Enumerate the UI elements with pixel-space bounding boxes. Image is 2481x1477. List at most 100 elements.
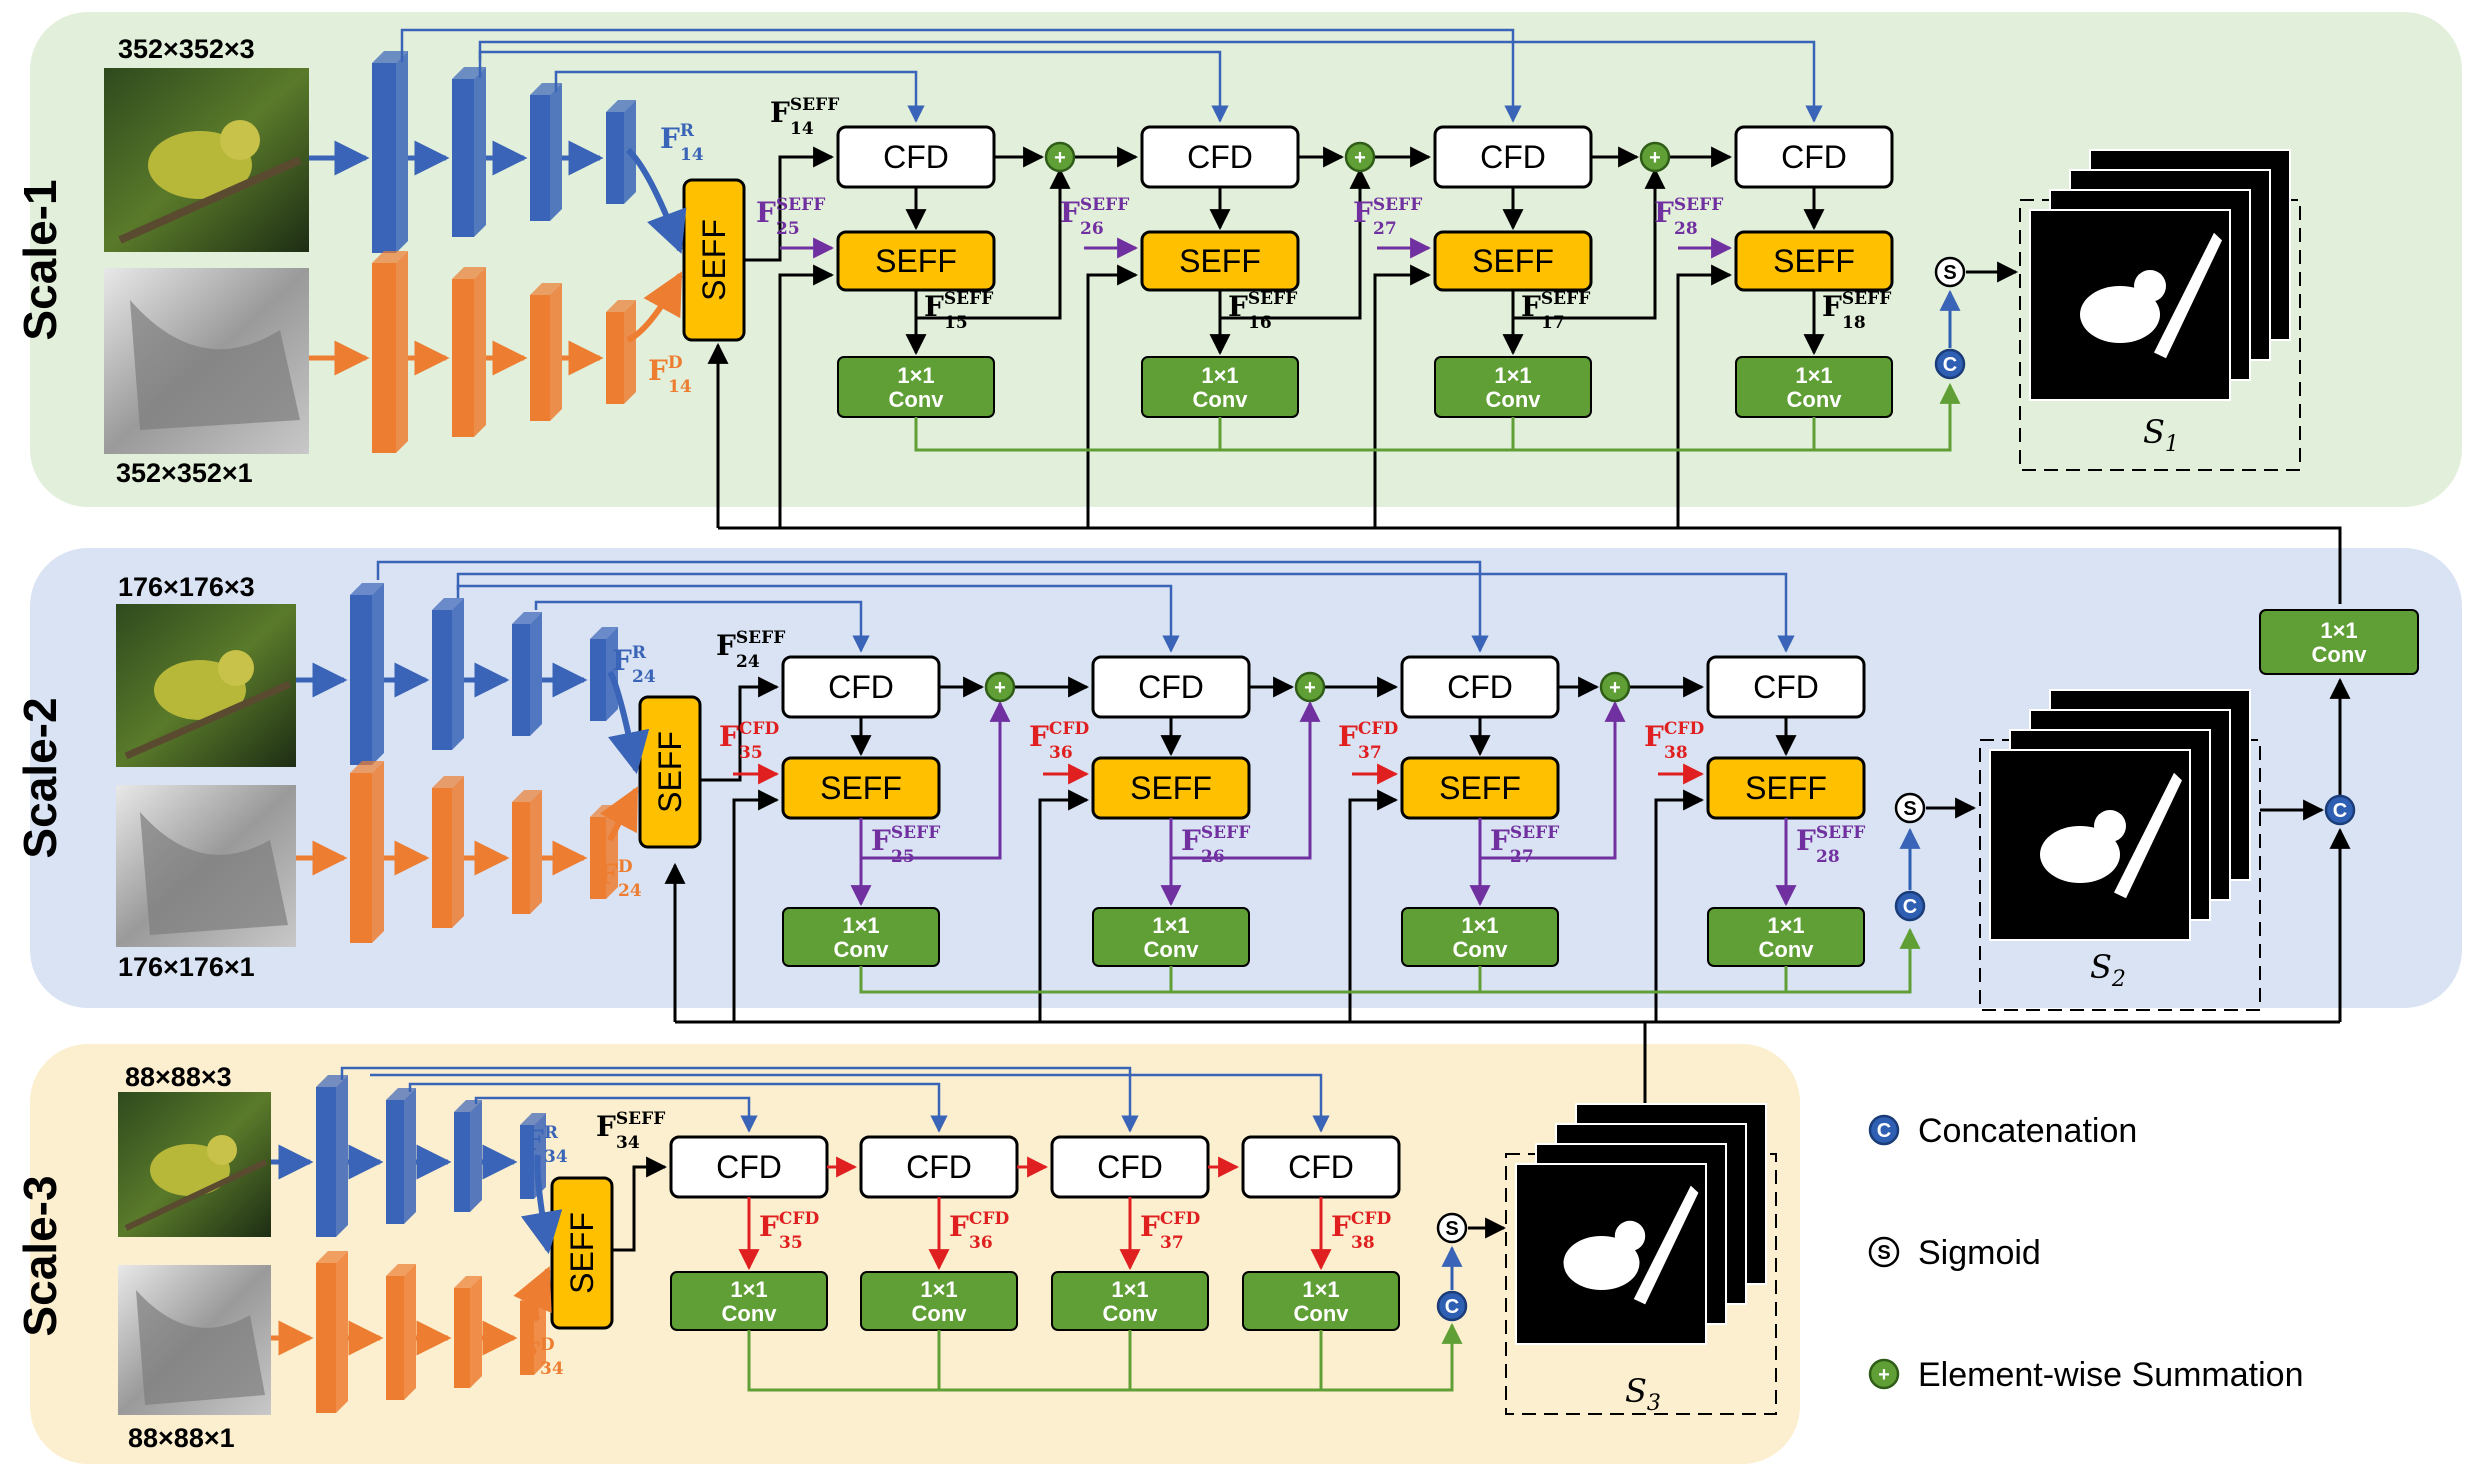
s3-cfd-4-label: CFD bbox=[1288, 1149, 1354, 1185]
s1-rgb-encoder-block-2 bbox=[530, 95, 550, 221]
scale2-depth-dim: 176×176×1 bbox=[118, 952, 255, 982]
s1-output-label: S1 bbox=[2143, 413, 2179, 457]
s3-rgb-encoder-side-2 bbox=[470, 1100, 482, 1212]
scale2-rgb-dim: 176×176×3 bbox=[118, 572, 255, 602]
s2-concat-symbol: C bbox=[1903, 896, 1917, 918]
s2-feed-3 bbox=[1654, 789, 1705, 1022]
s1-seff-to-sum-2 bbox=[1513, 167, 1666, 320]
s3-rgb-encoder-top-0 bbox=[316, 1075, 348, 1087]
s2-right-conv bbox=[2259, 609, 2419, 675]
s3-conv-1-line1: 1×1 bbox=[730, 1277, 767, 1302]
scale1-inputs: 352×352×3 352×352×1 bbox=[104, 34, 309, 488]
scale2-inputs: 176×176×3 176×176×1 bbox=[116, 572, 296, 982]
s3-depth-encoder-block-1 bbox=[386, 1276, 404, 1400]
s1-seff-1-label: SEFF bbox=[875, 243, 957, 279]
s2-conv-4-line2: Conv bbox=[1759, 937, 1815, 962]
s1-seff-to-sum-0 bbox=[916, 167, 1071, 320]
s1-depth-encoder-block-2 bbox=[530, 295, 550, 421]
s1-conv-1-line1: 1×1 bbox=[897, 363, 934, 388]
s1-sigmoid bbox=[1934, 256, 1966, 288]
s3-conv-3-line1: 1×1 bbox=[1111, 1277, 1148, 1302]
s3-rgb-to-seff bbox=[520, 1154, 563, 1255]
s1-output-stack-branch bbox=[2154, 232, 2222, 359]
s2-depth-encoder-top-0 bbox=[350, 761, 384, 773]
s1-sum-2 bbox=[1639, 141, 1671, 173]
s2-cfd-3-label: CFD bbox=[1447, 669, 1513, 705]
s2-output-stack-branch bbox=[2114, 772, 2182, 899]
depth-image bbox=[118, 1265, 271, 1415]
s3-depth-encoder-block-0 bbox=[316, 1263, 336, 1413]
s2-rgb-encoder-block-3 bbox=[590, 639, 606, 721]
s3-depth-encoder-side-2 bbox=[470, 1276, 482, 1388]
s2-rgb-encoder-top-0 bbox=[350, 583, 384, 595]
s1-depth-encoder-top-1 bbox=[452, 267, 486, 279]
s2-depth-encoder-side-0 bbox=[372, 761, 384, 943]
legend-node-concat bbox=[1868, 1114, 1900, 1146]
s1-depth-encoder-side-1 bbox=[474, 267, 486, 437]
s2-depth-encoder-side-2 bbox=[530, 790, 542, 914]
s1-depth-encoder-block-0 bbox=[372, 263, 396, 453]
s2-depth-encoder-top-1 bbox=[432, 776, 464, 788]
s3-rgb-encoder-side-0 bbox=[336, 1075, 348, 1237]
s3-sigmoid-symbol: S bbox=[1445, 1218, 1458, 1240]
s1-cfd-1-label: CFD bbox=[883, 139, 949, 175]
s3-depth-encoder-block-3 bbox=[520, 1301, 534, 1375]
s2-feed-0 bbox=[732, 789, 780, 1022]
s1-rgb-encoder-top-1 bbox=[452, 67, 486, 79]
s1-rgb-encoder-block-0 bbox=[372, 63, 396, 253]
s3-output-stack-branch bbox=[1633, 1185, 1699, 1305]
s1-output-stack-bird-body bbox=[2080, 286, 2160, 343]
depth-image bbox=[104, 268, 309, 454]
s1-rgb-encoder-block-3 bbox=[606, 112, 624, 204]
s2-conv-3-line1: 1×1 bbox=[1461, 913, 1498, 938]
s1-seff-2-label: SEFF bbox=[1179, 243, 1261, 279]
s1-sigmoid-symbol: S bbox=[1943, 262, 1956, 284]
s1-seff-to-cfd1 bbox=[744, 146, 835, 262]
s1-depth-encoder-side-3 bbox=[624, 300, 636, 404]
s2-conv-1-line2: Conv bbox=[834, 937, 890, 962]
s2-sum-0 bbox=[984, 671, 1016, 703]
s2-seff-2-label: SEFF bbox=[1130, 770, 1212, 806]
legend-node-concat-symbol: C bbox=[1877, 1120, 1891, 1142]
legend-label-sigmoid: Sigmoid bbox=[1918, 1234, 2041, 1272]
s3-depth-encoder-block-2 bbox=[454, 1288, 470, 1388]
s3-skip-1 bbox=[408, 1082, 948, 1133]
s2-rgb-encoder-block-0 bbox=[350, 595, 372, 765]
s2-skip-1 bbox=[456, 584, 1180, 653]
s3-skip-0 bbox=[474, 1096, 758, 1133]
s2-sum-1-symbol: + bbox=[1304, 677, 1316, 699]
s2-depth-encoder-top-2 bbox=[512, 790, 542, 802]
s1-conv-bus bbox=[914, 382, 1961, 452]
s2-seff-to-cfd1 bbox=[700, 676, 780, 782]
s2-rgb-to-seff bbox=[607, 670, 650, 775]
s3-rgb-encoder-top-1 bbox=[386, 1088, 416, 1100]
s1-conv-3-line2: Conv bbox=[1486, 387, 1542, 412]
s2-depth-encoder-block-0 bbox=[350, 773, 372, 943]
s1-rgb-to-seff bbox=[625, 147, 687, 254]
s3-depth-encoder-side-0 bbox=[336, 1251, 348, 1413]
s1-rgb-encoder-side-1 bbox=[474, 67, 486, 237]
legend-node-sum bbox=[1868, 1358, 1900, 1390]
s2-rgb-encoder-top-1 bbox=[432, 598, 464, 610]
s2-rgb-encoder-block-1 bbox=[432, 610, 452, 750]
s2-depth-to-seff bbox=[599, 786, 639, 842]
s3-concat-symbol: C bbox=[1445, 1296, 1459, 1318]
scale1-rgb-dim: 352×352×3 bbox=[118, 34, 255, 64]
s1-cfd-4-label: CFD bbox=[1781, 139, 1847, 175]
s2-feed-1 bbox=[1038, 789, 1090, 1022]
s1-skip-2 bbox=[400, 28, 1522, 123]
s2-sum-0-symbol: + bbox=[994, 677, 1006, 699]
s1-depth-encoder-block-3 bbox=[606, 312, 624, 404]
s1-depth-encoder-top-3 bbox=[606, 300, 636, 312]
s2-seff-main-label: SEFF bbox=[652, 731, 688, 813]
